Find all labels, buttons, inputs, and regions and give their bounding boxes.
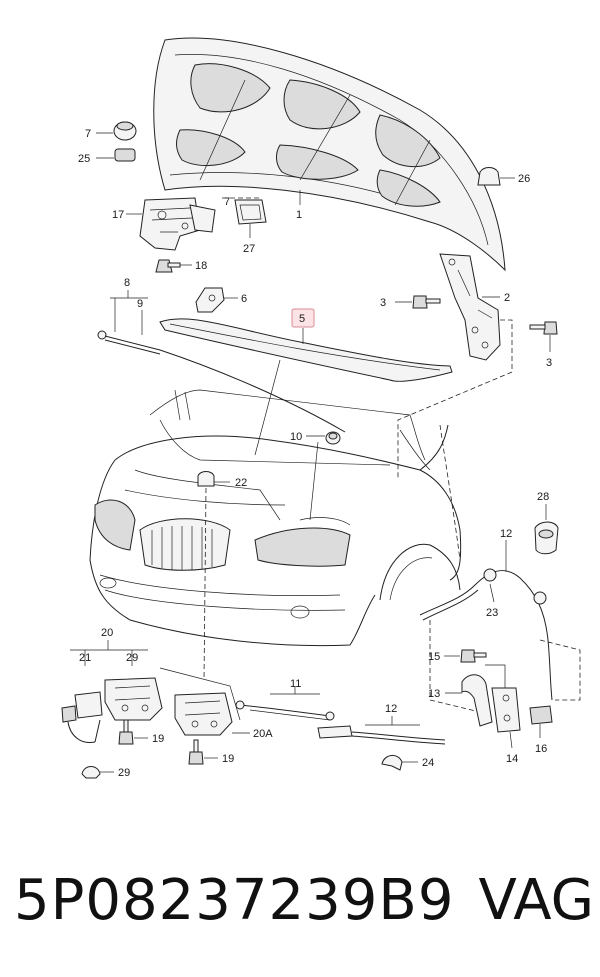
callout-27: 27 [243, 243, 255, 255]
lock-sensor-21 [61, 691, 103, 744]
part-number: 5P08237239B9 [14, 868, 455, 933]
release-cable-11 [235, 700, 335, 721]
hood-hinge-2 [439, 253, 501, 361]
callout-13: 13 [428, 688, 440, 700]
hood-lock-20a [174, 692, 233, 736]
lever-bracket-14 [491, 687, 521, 733]
callout-7: 7 [85, 128, 91, 140]
callout-19-left: 19 [152, 733, 164, 745]
callout-26: 26 [518, 173, 530, 185]
callout-29-bottom: 29 [118, 767, 130, 779]
callout-15: 15 [428, 651, 440, 663]
callout-12-right: 12 [500, 528, 512, 540]
bump-stop-25 [114, 148, 136, 162]
callout-20: 20 [101, 627, 113, 639]
bolt-3-left [412, 295, 441, 309]
hood-panel [153, 37, 506, 272]
callout-10: 10 [290, 431, 302, 443]
release-lever-13 [461, 674, 493, 727]
release-cable-8 [97, 330, 346, 433]
callout-22: 22 [235, 477, 247, 489]
callout-25: 25 [78, 153, 90, 165]
grommet-28 [534, 521, 559, 555]
callout-28: 28 [537, 491, 549, 503]
bolt-19-left [118, 719, 134, 745]
callout-21: 21 [79, 652, 91, 664]
rubber-buffer-26 [477, 167, 501, 186]
car-body-outline [89, 389, 462, 647]
clip-6 [195, 287, 225, 313]
callout-5-highlight [291, 308, 315, 328]
callout-6: 6 [241, 293, 247, 305]
callout-14: 14 [506, 753, 518, 765]
grommet-10 [325, 431, 341, 445]
parts-diagram: 1 7 25 26 17 7 18 27 [61, 37, 581, 779]
callout-3-right: 3 [546, 357, 552, 369]
callout-18: 18 [195, 260, 207, 272]
hood-lock-20 [104, 677, 163, 721]
release-cable-12-bottom [317, 725, 446, 745]
rubber-buffer-7 [113, 121, 137, 141]
callout-3-left: 3 [380, 297, 386, 309]
callout-23: 23 [486, 607, 498, 619]
clip-16 [529, 705, 553, 725]
callout-19-right: 19 [222, 753, 234, 765]
hinge-bracket-17 [139, 197, 216, 251]
plug-29 [81, 766, 101, 779]
callout-11: 11 [290, 678, 301, 690]
callout-20a: 20A [253, 728, 273, 740]
callout-16: 16 [535, 743, 547, 755]
bolt-3-right [529, 321, 558, 335]
callout-1: 1 [296, 209, 302, 221]
callout-8: 8 [124, 277, 130, 289]
bolt-15 [460, 649, 487, 663]
callout-17: 17 [112, 209, 124, 221]
release-cable-12-right [419, 568, 553, 701]
brand-label: VAG [478, 868, 594, 933]
hood-seal-5 [159, 318, 453, 382]
clip-24 [381, 755, 403, 771]
callout-9: 9 [137, 298, 143, 310]
bump-stop-22 [197, 471, 215, 487]
footer: 5P08237239B9 VAG [14, 866, 594, 936]
bolt-18 [155, 259, 181, 273]
callout-12-bottom: 12 [385, 703, 397, 715]
callout-5: 5 [299, 313, 305, 325]
callout-29-top: 29 [126, 652, 138, 664]
bolt-19-right [188, 739, 204, 765]
callout-7b: 7 [224, 196, 230, 208]
callout-24: 24 [422, 757, 434, 769]
insulation-pad-27 [234, 199, 267, 225]
callout-2: 2 [504, 292, 510, 304]
